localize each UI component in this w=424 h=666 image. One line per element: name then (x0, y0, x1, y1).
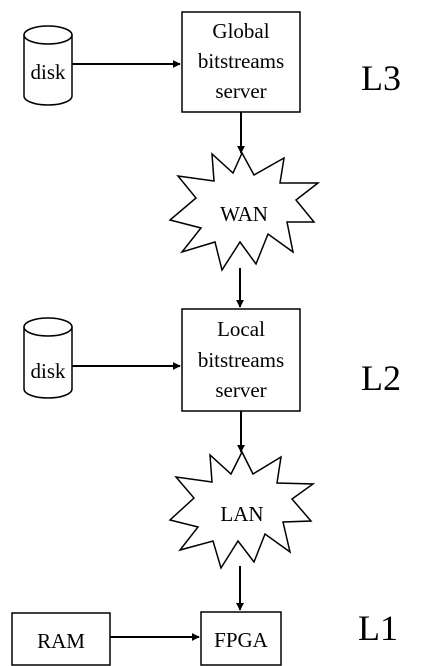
local-server-line-2: bitstreams (198, 348, 284, 372)
local-server-line-3: server (215, 378, 266, 402)
global-server-line-1: Global (212, 19, 269, 43)
ram-label: RAM (37, 629, 85, 653)
ram-box: RAM (11, 612, 111, 666)
global-server-line-2: bitstreams (198, 49, 284, 73)
level-l3-label: L3 (361, 58, 401, 98)
disk-mid-cylinder: disk (23, 317, 73, 399)
fpga-label: FPGA (214, 628, 269, 652)
global-server-box: Global bitstreams server (181, 11, 301, 113)
disk-mid-label: disk (30, 359, 66, 383)
disk-top-label: disk (30, 60, 66, 84)
local-server-line-1: Local (217, 317, 265, 341)
level-l2-label: L2 (361, 358, 401, 398)
fpga-box: FPGA (200, 611, 282, 666)
level-l1-label: L1 (358, 608, 398, 648)
wan-cloud: WAN (168, 151, 321, 272)
lan-label: LAN (220, 502, 263, 526)
disk-top-cylinder: disk (23, 25, 73, 106)
global-server-line-3: server (215, 79, 266, 103)
wan-label: WAN (220, 202, 268, 226)
local-server-box: Local bitstreams server (181, 308, 301, 412)
lan-cloud: LAN (168, 450, 316, 570)
